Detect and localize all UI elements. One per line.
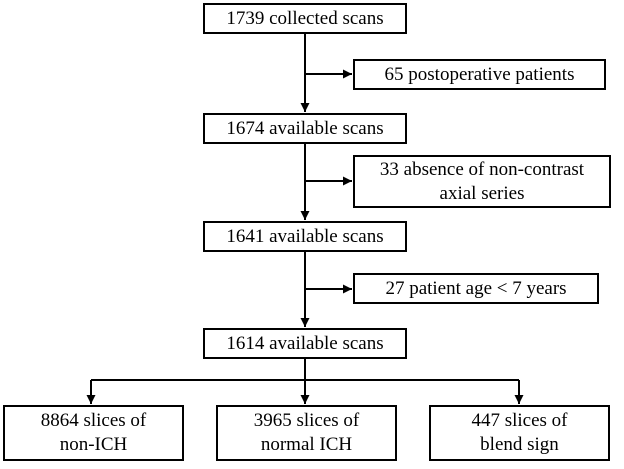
box-exclusion-non-contrast: 33 absence of non-contrast axial series [353,155,611,208]
box-collected-scans: 1739 collected scans [203,3,407,34]
box-exclusion-postoperative-label: 65 postoperative patients [384,63,575,85]
box-available-scans-1674: 1674 available scans [203,113,407,144]
box-outcome-normal-ich-line-1: 3965 slices of [253,410,360,431]
box-available-scans-1674-label: 1674 available scans [226,117,384,139]
box-exclusion-age: 27 patient age < 7 years [353,273,599,304]
box-outcome-non-ich: 8864 slices of non-ICH [3,405,184,461]
box-outcome-non-ich-line-1: 8864 slices of [40,410,147,431]
box-exclusion-postoperative: 65 postoperative patients [353,59,606,90]
box-available-scans-1614-label: 1614 available scans [226,332,384,354]
box-outcome-blend-sign-line-1: 447 slices of [471,410,568,431]
box-exclusion-non-contrast-line-2: axial series [439,182,525,204]
box-outcome-normal-ich-line-2: normal ICH [260,434,353,455]
box-collected-scans-label: 1739 collected scans [226,7,384,29]
box-exclusion-age-label: 27 patient age < 7 years [385,277,567,299]
box-available-scans-1641: 1641 available scans [203,221,407,252]
box-outcome-normal-ich: 3965 slices of normal ICH [216,405,397,461]
box-outcome-non-ich-line-2: non-ICH [59,434,128,455]
box-available-scans-1614: 1614 available scans [203,328,407,359]
box-outcome-blend-sign: 447 slices of blend sign [429,405,610,461]
box-available-scans-1641-label: 1641 available scans [226,225,384,247]
box-outcome-blend-sign-line-2: blend sign [480,434,559,455]
box-exclusion-non-contrast-line-1: 33 absence of non-contrast [379,158,585,180]
